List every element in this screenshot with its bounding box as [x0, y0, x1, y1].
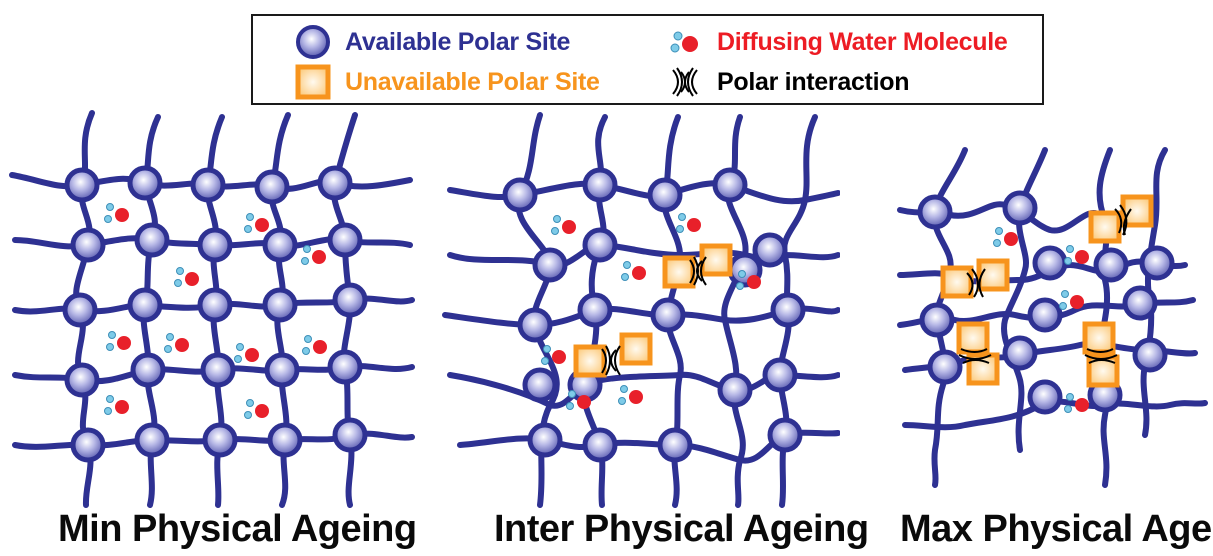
inter-ageing-network: [442, 112, 840, 508]
legend-available-label: Available Polar Site: [345, 27, 571, 56]
max-ageing-network: [897, 147, 1208, 488]
caption-inter-ageing: Inter Physical Ageing: [494, 508, 869, 550]
water-molecule-icon: [670, 31, 698, 53]
legend-interaction-label: Polar interaction: [717, 67, 910, 96]
caption-min-ageing: Min Physical Ageing: [58, 508, 417, 550]
legend-unavailable-label: Unavailable Polar Site: [345, 67, 600, 96]
min-ageing-network: [9, 110, 415, 508]
available-site-icon: [296, 25, 330, 59]
legend-item-interaction: Polar interaction: [663, 62, 909, 102]
legend-item-unavailable: Unavailable Polar Site: [291, 62, 600, 102]
legend-item-available: Available Polar Site: [291, 22, 570, 62]
unavailable-site-icon: [295, 64, 331, 100]
legend-water-label: Diffusing Water Molecule: [717, 27, 1008, 56]
legend-item-water: Diffusing Water Molecule: [663, 22, 1008, 62]
caption-max-ageing: Max Physical Ageing: [900, 508, 1213, 550]
polar-interaction-icon: [672, 67, 698, 97]
legend-box: Available Polar Site Unavailable Polar S…: [251, 14, 1044, 105]
